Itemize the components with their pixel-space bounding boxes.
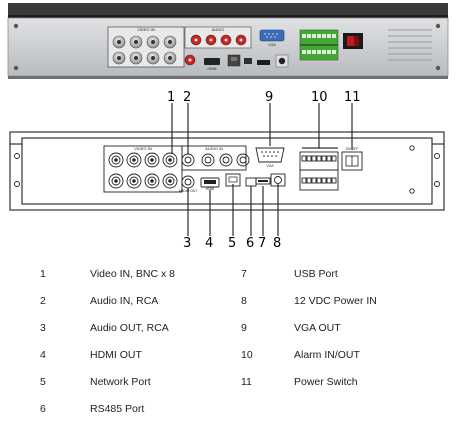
diagram-audio-in: AUDIO IN <box>181 145 250 171</box>
diagram-network <box>225 173 241 187</box>
diagram-alarm-terminal <box>299 151 339 191</box>
chassis-top <box>8 3 448 17</box>
photo-rca-connectors <box>184 34 247 66</box>
chassis-outline <box>9 131 445 211</box>
rear-panel-diagram: VIDEO IN AUDIO IN AUDIO OUT HDMI <box>9 103 445 236</box>
callout-9: 9 <box>265 90 274 105</box>
photo-bnc-connectors <box>112 35 177 65</box>
photo-alarm-terminal <box>299 29 339 61</box>
callout-3: 3 <box>183 236 192 251</box>
audio-photo-label: AUDIO <box>212 27 225 32</box>
video-in-photo-label: VIDEO IN <box>137 27 155 32</box>
diagram-hdmi: HDMI <box>200 177 220 191</box>
vga-photo-label: VGA <box>268 43 276 47</box>
callout-8: 8 <box>273 236 282 251</box>
audio-in-diagram-label: AUDIO IN <box>205 146 223 151</box>
photo-vga-port <box>259 29 285 42</box>
diagram-power-switch: ON OFF <box>341 147 363 171</box>
diagram-rs485 <box>245 177 257 187</box>
callout-10: 10 <box>311 90 328 105</box>
diagram-video-in: VIDEO IN <box>103 145 183 193</box>
callout-4: 4 <box>205 236 214 251</box>
callout-7: 7 <box>258 236 267 251</box>
photo-rs485-port <box>244 58 252 64</box>
legend: 1 Video IN, BNC x 8 2 Audio IN, RCA 3 Au… <box>40 268 377 415</box>
callout-lines <box>171 103 353 236</box>
video-in-diagram-label: VIDEO IN <box>134 146 152 151</box>
callout-5: 5 <box>228 236 237 251</box>
callout-2: 2 <box>183 90 192 105</box>
callout-6: 6 <box>246 236 255 251</box>
diagram-vga: VGA <box>255 147 285 168</box>
hdmi-diagram-label: HDMI <box>206 187 215 191</box>
audio-group <box>184 26 252 49</box>
vga-diagram-label: VGA <box>266 164 274 168</box>
switch-diagram-label: ON OFF <box>346 147 359 151</box>
audio-out-diagram-label: AUDIO OUT <box>179 189 198 193</box>
rear-panel-photo: VIDEO IN AUDIO HDMI VGA <box>7 3 449 79</box>
hdmi-photo-label: HDMI <box>208 67 217 71</box>
diagram-power-jack <box>270 173 286 187</box>
diagram-audio-out: AUDIO OUT <box>179 175 198 193</box>
callout-11: 11 <box>344 90 361 105</box>
diagram-usb <box>255 177 271 185</box>
photo-usb-port <box>257 60 270 65</box>
callout-1: 1 <box>167 90 176 105</box>
photo-hdmi-port <box>204 58 220 65</box>
